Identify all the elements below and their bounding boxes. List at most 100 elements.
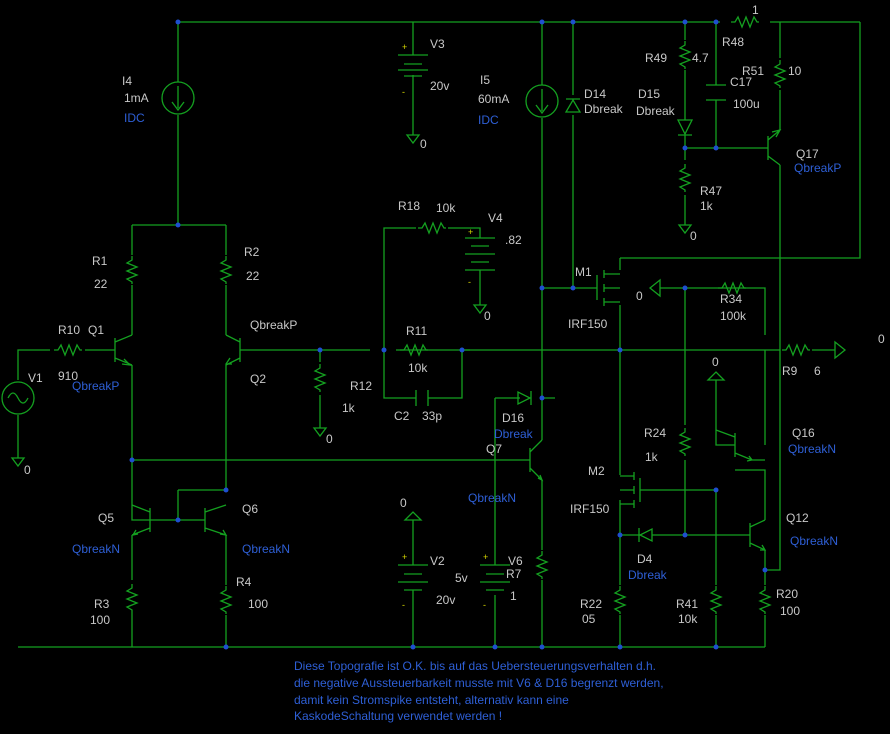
label-r24-value: 1k <box>645 450 659 464</box>
ground-v1 <box>11 457 25 467</box>
label-r12-gnd: 0 <box>326 432 333 446</box>
resistor-r10 <box>53 344 83 356</box>
svg-text:-: - <box>483 600 486 610</box>
label-q7: Q7 <box>486 442 502 456</box>
label-v1-gnd: 0 <box>24 463 31 477</box>
label-v4-value: .82 <box>505 233 522 247</box>
label-c17: C17 <box>730 75 752 89</box>
label-r4-value: 100 <box>248 597 268 611</box>
label-q2: Q2 <box>250 372 266 386</box>
label-v4: V4 <box>488 211 503 225</box>
label-r20-value: 100 <box>780 604 800 618</box>
label-c2-value: 33p <box>422 409 442 423</box>
label-v2-value: 20v <box>436 593 455 607</box>
resistor-r3 <box>126 583 138 613</box>
label-r24: R24 <box>644 426 666 440</box>
transistor-q6 <box>204 504 228 536</box>
label-d4-model: Dbreak <box>628 568 668 582</box>
label-r12: R12 <box>350 379 372 393</box>
ground-v3 <box>406 134 420 144</box>
label-r51-value: 10 <box>788 64 802 78</box>
component-labels: I4 1mA IDC V3 20v 0 I5 60mA IDC D14 Dbre… <box>24 3 885 627</box>
junction-dots <box>129 19 768 650</box>
resistor-r1 <box>126 255 138 285</box>
label-q7-model: QbreakN <box>468 491 516 505</box>
label-r1-value: 22 <box>94 277 108 291</box>
label-v3-gnd: 0 <box>420 137 427 151</box>
note-line-4: KaskodeSchaltung verwendet werden ! <box>294 709 502 723</box>
label-r9: R9 <box>782 364 798 378</box>
transistor-q1 <box>114 334 133 366</box>
label-r10-value: 910 <box>58 369 78 383</box>
label-r18-value: 10k <box>436 201 456 215</box>
label-v2-node: 0 <box>400 496 407 510</box>
resistor-r7 <box>536 550 548 580</box>
label-q1-model: QbreakP <box>72 379 119 393</box>
diode-d15 <box>676 119 694 136</box>
label-r41-value: 10k <box>678 612 698 626</box>
label-q16-node: 0 <box>712 355 719 369</box>
resistor-r2 <box>220 255 232 285</box>
current-source-i4 <box>161 81 195 115</box>
label-r22-value: 05 <box>582 612 596 626</box>
label-i5: I5 <box>480 73 490 87</box>
battery-v2: +- <box>398 552 428 610</box>
label-r22: R22 <box>580 597 602 611</box>
resistor-r47 <box>679 163 691 193</box>
label-r7: R7 <box>506 567 522 581</box>
label-d15-model: Dbreak <box>636 104 676 118</box>
label-v3: V3 <box>430 37 445 51</box>
label-r9-value: 6 <box>814 364 821 378</box>
battery-v6: +- <box>480 552 510 610</box>
label-r51: R51 <box>742 64 764 78</box>
label-i4: I4 <box>122 74 132 88</box>
label-r2-value: 22 <box>246 269 260 283</box>
label-v4-gnd: 0 <box>484 309 491 323</box>
label-d4: D4 <box>637 552 653 566</box>
label-v6-value: 5v <box>455 571 468 585</box>
label-q5-model: QbreakN <box>72 542 120 556</box>
resistor-r22 <box>614 585 626 615</box>
mosfet-m2 <box>620 472 641 508</box>
ground-r12 <box>313 427 327 437</box>
label-c2: C2 <box>394 409 410 423</box>
label-r18: R18 <box>398 199 420 213</box>
label-q2-model: QbreakP <box>250 318 297 332</box>
label-m2: M2 <box>588 464 605 478</box>
label-d14: D14 <box>584 87 606 101</box>
label-q16: Q16 <box>792 426 815 440</box>
label-i5-type: IDC <box>478 113 499 127</box>
ac-source-v1 <box>1 381 35 415</box>
label-i4-value: 1mA <box>124 91 149 105</box>
label-i4-type: IDC <box>124 111 145 125</box>
label-r34-node: 0 <box>636 289 643 303</box>
transistor-q16 <box>715 429 765 462</box>
label-d15: D15 <box>638 87 660 101</box>
resistor-r48 <box>730 16 760 28</box>
label-r9-gnd: 0 <box>878 332 885 346</box>
label-r41: R41 <box>676 597 698 611</box>
transistor-q5 <box>131 504 151 536</box>
label-m2-model: IRF150 <box>570 502 610 516</box>
label-r10: R10 <box>58 323 80 337</box>
diode-d14 <box>564 98 582 113</box>
svg-text:+: + <box>468 227 473 237</box>
resistor-r41 <box>710 585 722 615</box>
transistor-q12 <box>749 519 767 551</box>
label-r49-value: 4.7 <box>692 51 709 65</box>
label-i5-value: 60mA <box>478 92 509 106</box>
label-r12-value: 1k <box>342 401 356 415</box>
resistor-r9 <box>781 344 811 356</box>
note-line-2: die negative Aussteuerbarkeit musste mit… <box>294 676 664 690</box>
battery-v4: +- <box>465 227 495 287</box>
label-q17: Q17 <box>796 147 819 161</box>
label-r47-value: 1k <box>700 199 714 213</box>
battery-v3: +- <box>398 42 428 97</box>
label-r2: R2 <box>244 245 260 259</box>
label-v1: V1 <box>28 371 43 385</box>
capacitor-c2 <box>415 390 429 406</box>
node-flag-v2 <box>403 511 423 521</box>
svg-text:+: + <box>483 552 488 562</box>
label-r49: R49 <box>645 51 667 65</box>
label-r4: R4 <box>236 575 252 589</box>
